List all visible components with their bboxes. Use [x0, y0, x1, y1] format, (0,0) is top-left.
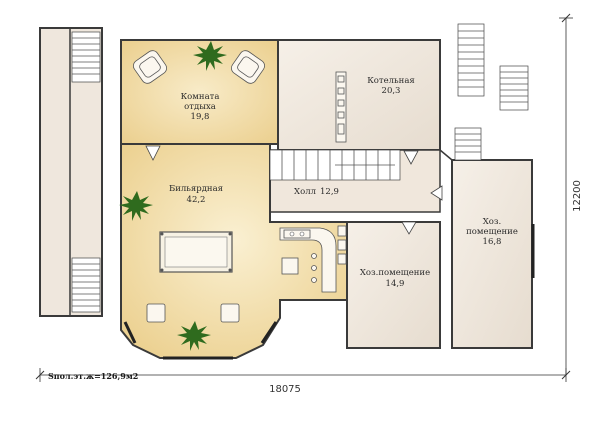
label-hall: Холл [294, 187, 317, 197]
room-utility2 [451, 159, 533, 349]
door-utility2 [430, 185, 443, 201]
chair-left [146, 303, 166, 323]
boiler-equipment [335, 71, 347, 143]
plant-icon-lounge [193, 41, 227, 71]
label-hall-area: 12,9 [320, 187, 339, 197]
label-boiler: Котельная [367, 76, 415, 86]
floor-area-label: Sпол.эт.ж=126,9м2 [48, 371, 138, 381]
label-lounge-line1: Комната [181, 92, 220, 102]
door-utility1 [401, 221, 417, 235]
door-boiler [403, 150, 419, 165]
side-table [281, 257, 299, 275]
room-billiard [120, 143, 348, 359]
billiard-table [159, 231, 233, 273]
label-lounge-area: 19,8 [191, 112, 210, 122]
label-utility1: Хоз.помещение [360, 268, 430, 278]
label-boiler-area: 20,3 [382, 86, 401, 96]
utility2-left-wall [439, 149, 453, 161]
dimension-vertical [559, 13, 573, 375]
chair-right [220, 303, 240, 323]
armchair-right [231, 50, 265, 84]
bay-windows [123, 321, 278, 360]
label-utility2-area: 16,8 [483, 237, 502, 247]
room-utility1 [346, 221, 441, 349]
armchair-left [133, 50, 167, 84]
stair-left-top [71, 31, 101, 83]
label-billiard: Бильярдная [169, 184, 223, 194]
label-utility1-area: 14,9 [386, 279, 405, 289]
label-utility2-line2: помещение [466, 227, 518, 237]
label-lounge-line2: отдыха [184, 102, 216, 112]
dimension-height-label: 12200 [572, 180, 583, 212]
label-billiard-area: 42,2 [187, 195, 206, 205]
door-lounge [145, 145, 161, 161]
stair-left-bottom [71, 257, 101, 313]
dimension-width-label: 18075 [269, 384, 301, 395]
stair-right-bottom [454, 127, 482, 161]
bar-counter [279, 225, 347, 293]
plant-icon-billiard-bottom [177, 321, 211, 351]
plant-icon-billiard-top [119, 191, 153, 221]
room-boiler [277, 39, 441, 151]
label-utility2-line1: Хоз. [483, 217, 502, 227]
stair-hall [269, 149, 401, 181]
stair-right-top [457, 23, 529, 111]
